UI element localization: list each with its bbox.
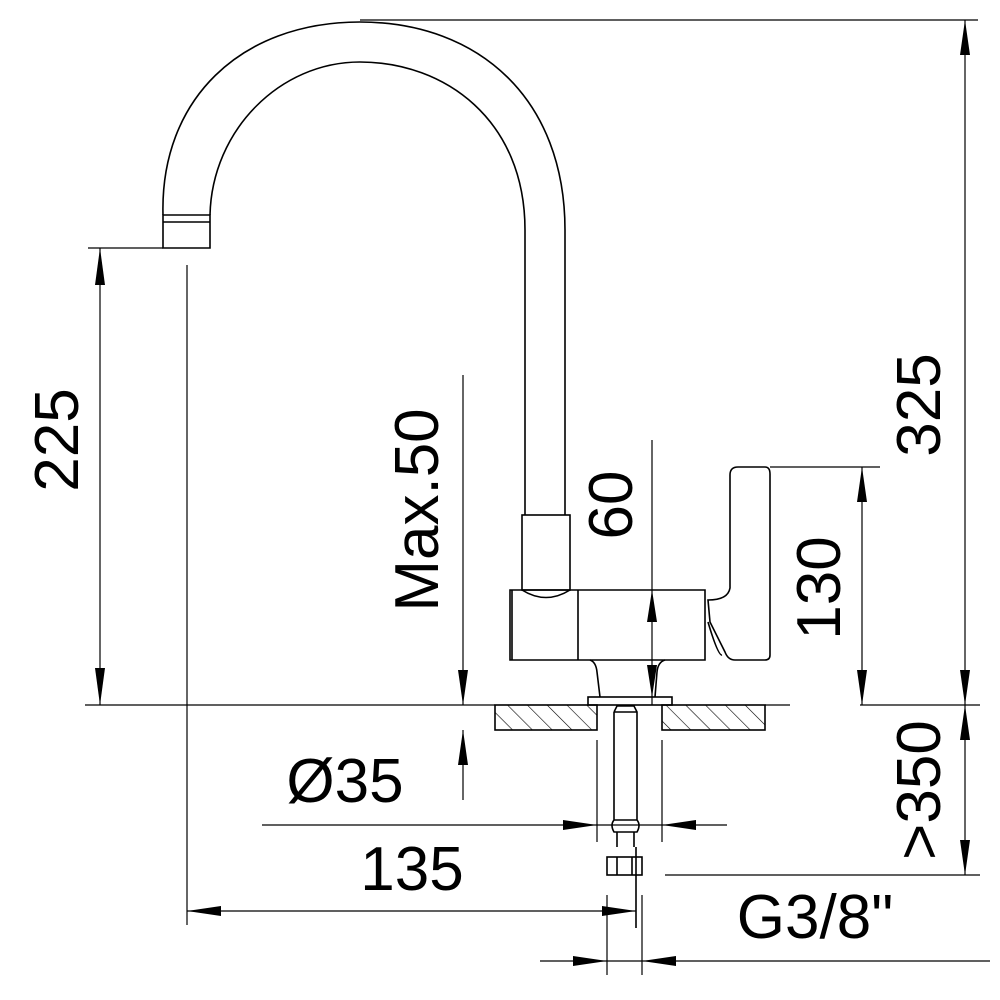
supply-hose [611,705,640,847]
dim-35-label: Ø35 [286,747,403,816]
dim-60-label: 60 [577,471,646,540]
hose-nut [606,856,643,876]
dimension-diameter-35: Ø35 [262,747,727,830]
spout-collar [521,514,571,591]
counter-section-left [494,704,598,731]
dimension-135: 135 [187,835,636,916]
dim-135-label: 135 [360,835,463,904]
counter-section-right [661,704,766,731]
dimension-60: 60 [577,471,657,697]
body-neck [589,659,666,698]
dimension-130: 130 [785,467,867,705]
dimension-350: >350 [885,705,970,875]
dimension-g38: G3/8" [540,883,990,966]
faucet-outline [162,21,771,928]
spout [162,21,566,515]
dimension-max50: Max.50 [383,375,468,800]
base-plate [587,696,673,706]
dim-350-label: >350 [885,720,954,860]
valve-body [509,589,706,661]
handle-detail [707,621,723,656]
spout-nozzle [162,214,211,249]
collar-curve [521,589,571,599]
handle [707,466,771,661]
dim-max50-label: Max.50 [383,408,452,611]
dimension-325: 325 [885,20,970,705]
dim-g38-label: G3/8" [737,883,893,952]
dim-130-label: 130 [785,536,854,639]
dim-325-label: 325 [885,353,954,456]
dim-225-label: 225 [23,388,92,491]
dimension-225: 225 [23,248,105,705]
